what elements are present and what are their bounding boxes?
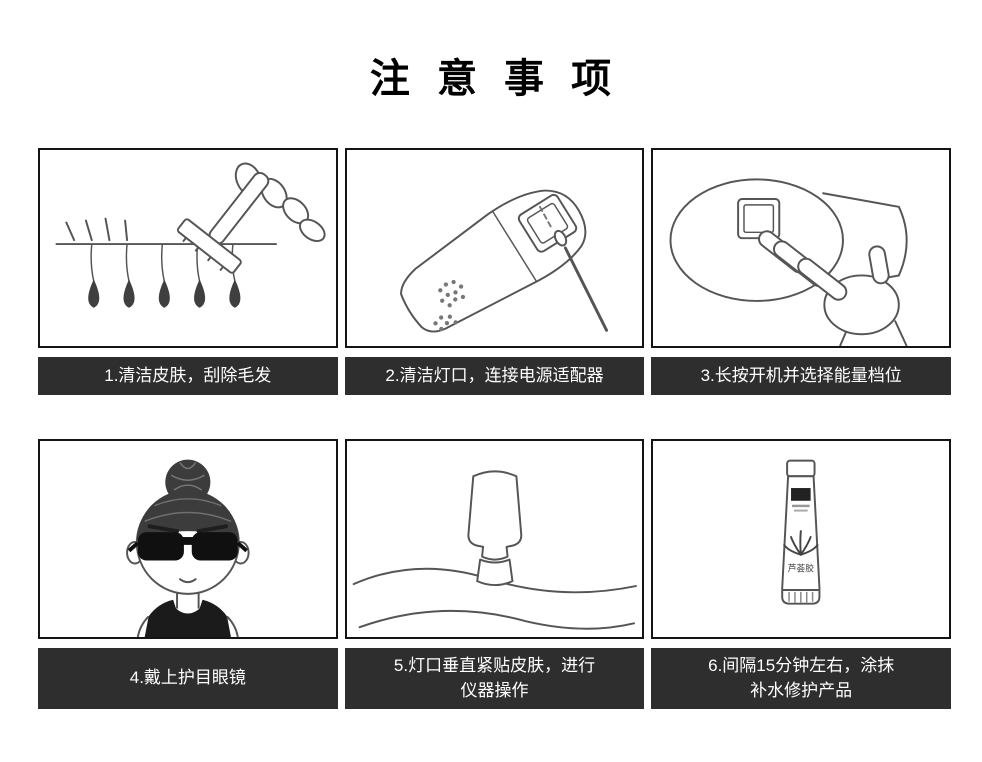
ipl-device-vertical-icon bbox=[467, 470, 522, 587]
gel-tube-icon: 芦荟胶 bbox=[781, 459, 821, 605]
goggles-girl-icon bbox=[126, 459, 250, 637]
step-3-caption: 3.长按开机并选择能量档位 bbox=[651, 357, 951, 395]
step-1-caption: 1.清洁皮肤，刮除毛发 bbox=[38, 357, 338, 395]
step-1: 1.清洁皮肤，刮除毛发 bbox=[38, 148, 338, 395]
step-5: 5.灯口垂直紧贴皮肤，进行 仪器操作 bbox=[344, 439, 645, 710]
step-5-illustration bbox=[344, 439, 645, 639]
fingers-icon bbox=[234, 162, 326, 243]
hair-follicle-drops bbox=[88, 279, 241, 308]
razor-icon bbox=[176, 171, 270, 274]
grip-dots bbox=[433, 279, 465, 332]
step-3: 3.长按开机并选择能量档位 bbox=[651, 148, 951, 395]
device-cleaning-icon bbox=[399, 189, 608, 333]
hand-icon bbox=[758, 230, 908, 346]
step-2-illustration bbox=[344, 148, 645, 348]
tank-top bbox=[144, 599, 231, 637]
step-2: 2.清洁灯口，连接电源适配器 bbox=[344, 148, 645, 395]
step-6-caption: 6.间隔15分钟左右，涂抹 补水修护产品 bbox=[651, 648, 951, 710]
power-on-icon bbox=[669, 178, 908, 346]
step-5-caption: 5.灯口垂直紧贴皮肤，进行 仪器操作 bbox=[344, 648, 645, 710]
tube-label-text: 芦荟胶 bbox=[788, 562, 815, 573]
brand-block bbox=[791, 488, 811, 501]
step-1-illustration bbox=[38, 148, 338, 348]
step-6-illustration: 芦荟胶 bbox=[651, 439, 951, 639]
ipl-device-icon bbox=[399, 189, 586, 333]
tube-crimp bbox=[788, 591, 814, 603]
device-on-skin-icon bbox=[352, 470, 637, 630]
eyebrows bbox=[147, 524, 229, 534]
cotton-swab-icon bbox=[538, 205, 608, 332]
step-6: 芦荟胶 6.间隔15分钟左右，涂抹 补水修护产品 bbox=[651, 439, 951, 710]
step-4: 4.戴上护目眼镜 bbox=[38, 439, 338, 710]
steps-grid: 1.清洁皮肤，刮除毛发 bbox=[38, 148, 951, 710]
protective-goggles-icon bbox=[127, 532, 248, 561]
skin-line bbox=[55, 217, 278, 246]
step-4-caption: 4.戴上护目眼镜 bbox=[38, 648, 338, 710]
page-title: 注 意 事 项 bbox=[369, 57, 620, 101]
neck bbox=[176, 591, 200, 609]
step-3-illustration bbox=[651, 148, 951, 348]
aloe-plant-icon bbox=[783, 530, 819, 556]
step-4-illustration bbox=[38, 439, 338, 639]
tube-cap bbox=[786, 459, 816, 478]
razor-shaving-icon bbox=[55, 162, 326, 308]
mouth bbox=[179, 578, 197, 584]
lamp-head-icon bbox=[475, 558, 514, 587]
shoulders bbox=[136, 615, 239, 637]
step-2-caption: 2.清洁灯口，连接电源适配器 bbox=[344, 357, 645, 395]
